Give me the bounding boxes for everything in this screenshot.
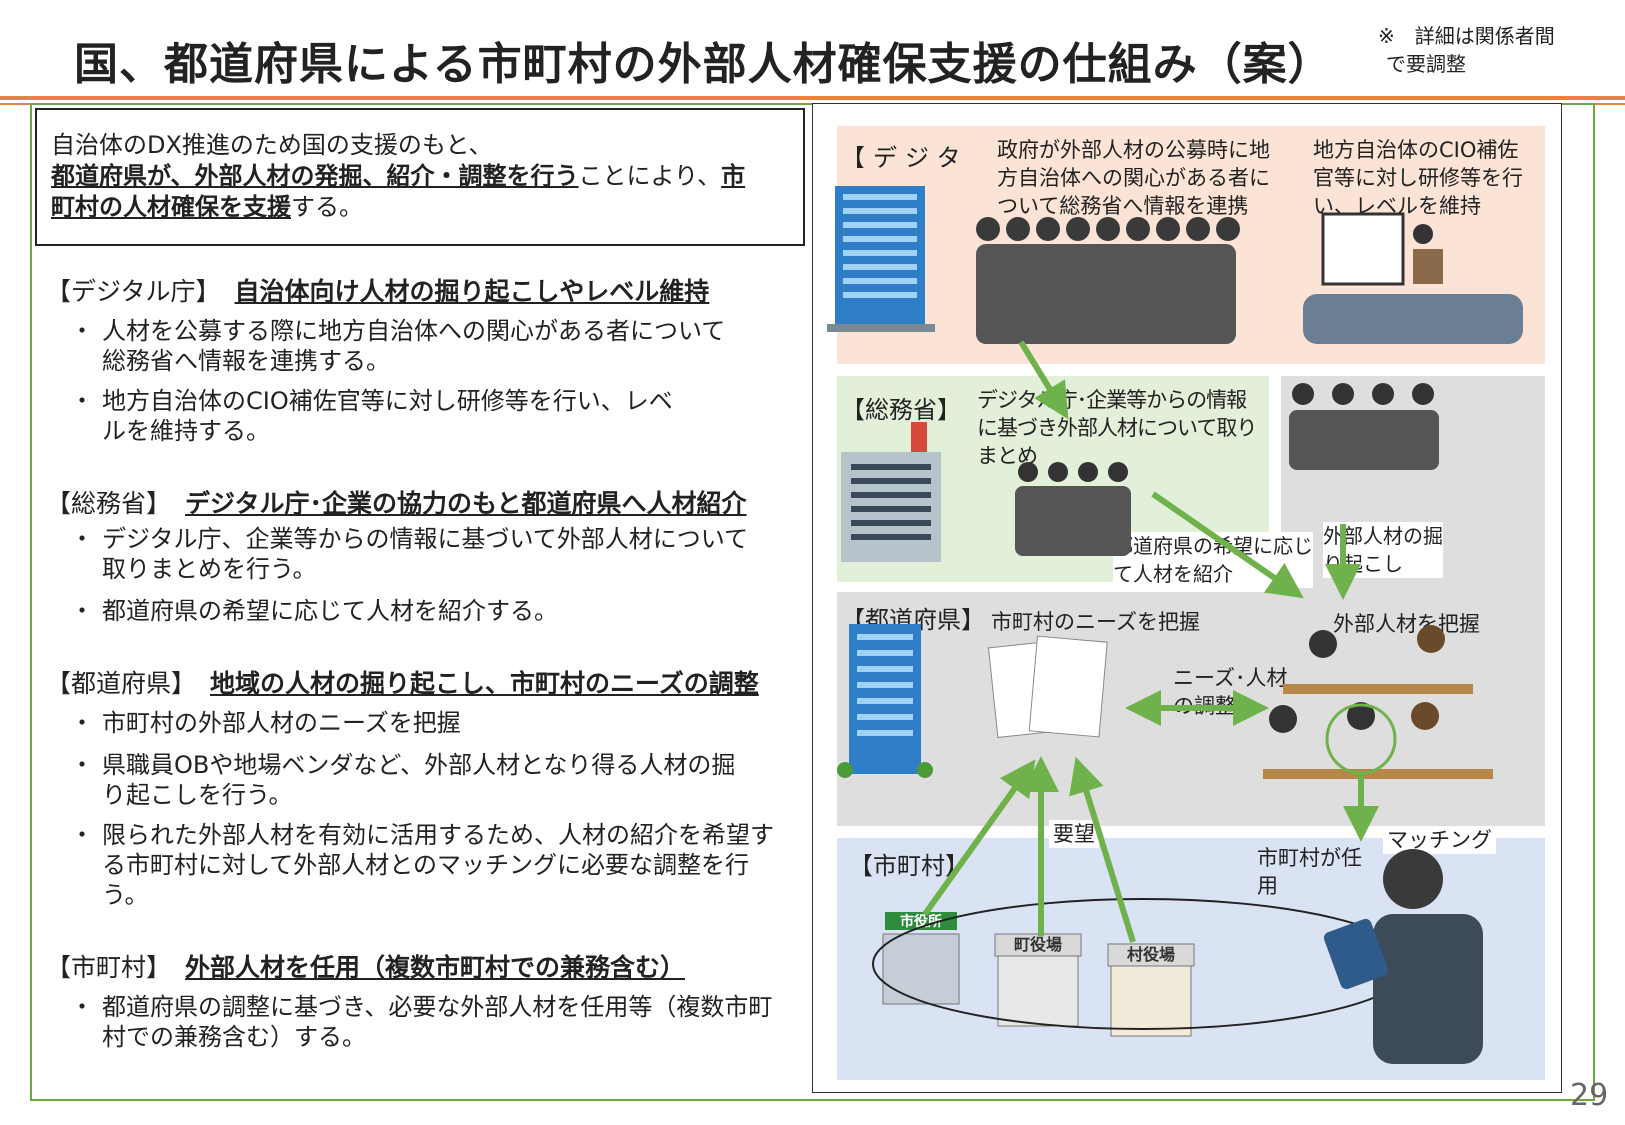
building-icon (841, 422, 941, 562)
bullet-text: デジタル庁、企業等からの情報に基づいて外部人材について取りまとめを行う。 (102, 525, 749, 583)
section-heading-muni: 【市町村】外部人材を任用（複数市町村での兼務含む） (46, 948, 685, 984)
note-text: ※ 詳細は関係者間 で要調整 (1378, 22, 1555, 78)
section-label: 【市町村】 (46, 953, 172, 982)
building-icon (837, 624, 933, 778)
city-hall-sign: 市役所 (900, 913, 942, 930)
bullet-mark: ・ (70, 821, 94, 849)
bullet-text: 市町村の外部人材のニーズを把握 (102, 709, 461, 737)
bullet-item: ・市町村の外部人材のニーズを把握 (70, 708, 790, 738)
section-label: 【総務省】 (46, 489, 172, 518)
city-hall-icon (882, 912, 960, 1005)
bullet-item: ・地方自治体のCIO補佐官等に対し研修等を行い、レベルを維持する。 (70, 386, 790, 446)
bullet-text: 人材を公募する際に地方自治体への関心がある者について総務省へ情報を連携する。 (102, 317, 726, 375)
section-label: 【デジタル庁】 (46, 277, 221, 306)
bullet-mark: ・ (70, 387, 94, 415)
documents-icon (987, 635, 1108, 738)
section-heading-digital: 【デジタル庁】自治体向け人材の掘り起こしやレベル維持 (46, 272, 709, 308)
bullet-mark: ・ (70, 751, 94, 779)
intro-text: する。 (291, 193, 363, 221)
muni-text: 市町村が任用 (1257, 846, 1362, 898)
band-label: 【総務省】 (841, 396, 961, 424)
diagram-illustration: 市役所 町役場 村役場 (827, 186, 1523, 1064)
title-rule (0, 96, 1625, 100)
soumu-text: デジタル庁･企業等からの情報に基づき外部人材について取りまとめ (977, 388, 1257, 468)
bullet-mark: ・ (70, 317, 94, 345)
digital-text: 政府が外部人材の公募時に地方自治体への関心がある者について総務省へ情報を連携 (997, 138, 1270, 218)
bullet-text: 県職員OBや地場ベンダなど、外部人材となり得る人材の掘り起こしを行う。 (102, 751, 736, 809)
intro-text: 自治体のDX推進のため国の支援のもと、 (51, 131, 493, 159)
town-hall-sign: 町役場 (1014, 935, 1062, 954)
lecture-icon (1303, 212, 1523, 344)
bullet-item: ・都道府県の希望に応じて人材を紹介する。 (70, 596, 790, 626)
tablet-person-icon (1323, 849, 1483, 1064)
bullet-item: ・人材を公募する際に地方自治体への関心がある者について総務省へ情報を連携する。 (70, 316, 790, 376)
muni-text: 要望 (1049, 820, 1099, 848)
page-title: 国、都道府県による市町村の外部人材確保支援の仕組み（案） (74, 39, 1333, 90)
note-line: ※ 詳細は関係者間 (1378, 24, 1555, 48)
intro-emphasis: 市 (721, 162, 746, 190)
bullet-text: 地方自治体のCIO補佐官等に対し研修等を行い、レベルを維持する。 (102, 387, 673, 445)
band-label: 【デジタル庁】 (841, 144, 969, 168)
bullet-text: 都道府県の希望に応じて人材を紹介する。 (102, 597, 558, 625)
pref-text: 市町村のニーズを把握 (991, 610, 1200, 634)
town-hall-icon (994, 933, 1082, 1027)
section-title: 地域の人材の掘り起こし、市町村のニーズの調整 (210, 669, 759, 698)
section-label: 【都道府県】 (46, 669, 197, 698)
bullet-mark: ・ (70, 993, 94, 1021)
section-title: 自治体向け人材の掘り起こしやレベル維持 (234, 277, 710, 306)
intro-emphasis: 都道府県が、外部人材の発掘、紹介・調整を行う (51, 162, 579, 190)
village-hall-icon (1107, 943, 1195, 1037)
bullet-text: 都道府県の調整に基づき、必要な外部人材を任用等（複数市町村での兼務含む）する。 (102, 993, 773, 1051)
intro-box: 自治体のDX推進のため国の支援のもと、 都道府県が、外部人材の発掘、紹介・調整を… (35, 108, 805, 246)
section-heading-pref: 【都道府県】地域の人材の掘り起こし、市町村のニーズの調整 (46, 664, 759, 700)
intro-emphasis: 町村の人材確保を支援 (51, 193, 291, 221)
building-icon (827, 186, 935, 332)
intro-text: ことにより、 (578, 162, 722, 190)
village-hall-sign: 村役場 (1127, 945, 1175, 964)
bullet-item: ・デジタル庁、企業等からの情報に基づいて外部人材について取りまとめを行う。 (70, 524, 790, 584)
muni-text: マッチング (1383, 826, 1496, 854)
bullet-mark: ・ (70, 709, 94, 737)
section-title: デジタル庁･企業の協力のもと都道府県へ人材紹介 (185, 489, 747, 518)
bullet-text: 限られた外部人材を有効に活用するため、人材の紹介を希望する市町村に対して外部人材… (102, 821, 774, 909)
bullet-item: ・県職員OBや地場ベンダなど、外部人材となり得る人材の掘り起こしを行う。 (70, 750, 790, 810)
people-icon (976, 217, 1240, 344)
bullet-item: ・都道府県の調整に基づき、必要な外部人材を任用等（複数市町村での兼務含む）する。 (70, 992, 790, 1052)
people-icon (1015, 383, 1439, 556)
section-title: 外部人材を任用（複数市町村での兼務含む） (185, 953, 686, 982)
section-heading-soumu: 【総務省】デジタル庁･企業の協力のもと都道府県へ人材紹介 (46, 484, 747, 520)
bullet-mark: ・ (70, 597, 94, 625)
bullet-item: ・限られた外部人材を有効に活用するため、人材の紹介を希望する市町村に対して外部人… (70, 820, 790, 910)
diagram-frame: 【デジタル庁】 政府が外部人材の公募時に地方自治体への関心がある者について総務省… (812, 103, 1562, 1093)
note-line: で要調整 (1386, 52, 1466, 76)
pref-text: 外部人材を把握 (1333, 612, 1480, 636)
page-number: 29 (1570, 1078, 1609, 1113)
meeting-icon (1263, 625, 1493, 779)
bullet-mark: ・ (70, 525, 94, 553)
